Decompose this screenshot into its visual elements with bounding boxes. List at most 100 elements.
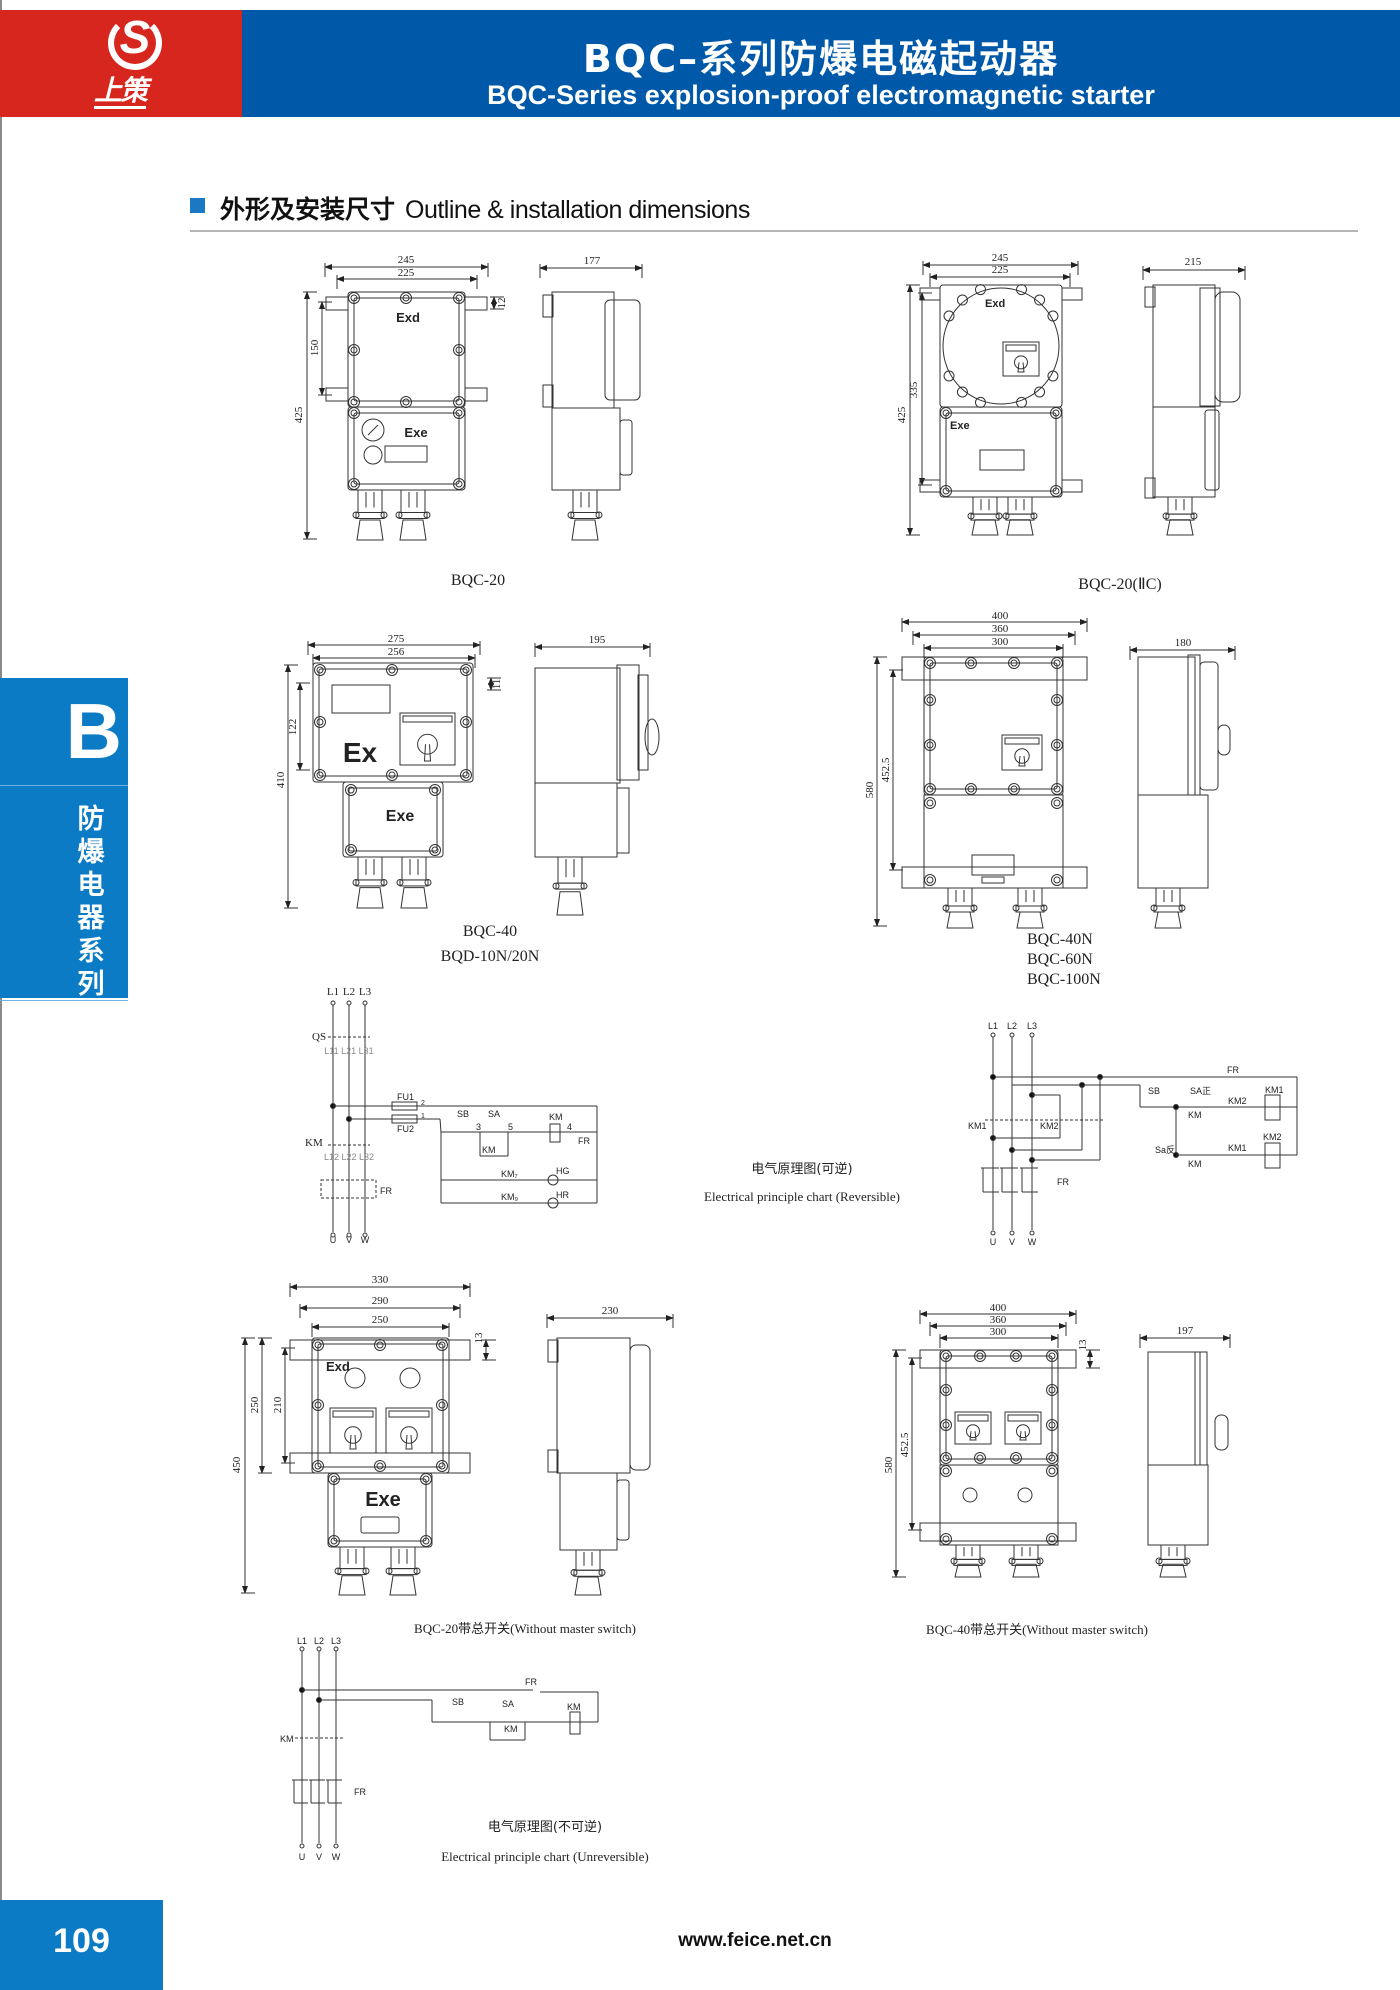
- page-number: 109: [53, 1922, 110, 1960]
- cable-gland: [572, 489, 598, 513]
- dim-width-mount: 290: [372, 1295, 389, 1307]
- phase-label: L1: [327, 986, 339, 998]
- bolt-icon: [926, 741, 934, 749]
- bolt-icon: [455, 294, 463, 302]
- cable-gland: [400, 489, 426, 513]
- km-coil-label: KM: [567, 1702, 581, 1712]
- bolt-icon: [455, 409, 463, 417]
- switch-label-plate: [1007, 1414, 1039, 1422]
- dim-width-outer: 245: [398, 254, 415, 266]
- enclosure-flange: [318, 668, 468, 777]
- bolt-icon: [462, 666, 470, 674]
- terminal: [1029, 1032, 1035, 1038]
- bolt-icon: [974, 1452, 986, 1464]
- bolt-icon: [967, 659, 975, 667]
- bolt-icon: [347, 846, 355, 854]
- gland-screw: [567, 511, 575, 519]
- terminal: [990, 1032, 996, 1038]
- sa-label: SA: [488, 1109, 500, 1119]
- bolt-icon: [460, 664, 472, 676]
- dim-height-mount: 150: [309, 339, 321, 356]
- bolt-icon: [328, 1535, 340, 1547]
- dim-width-body: 300: [992, 636, 1009, 648]
- phase-label: L3: [359, 986, 372, 998]
- gland-nut: [945, 905, 975, 913]
- drawing-caption: BQC-60N: [1027, 951, 1093, 968]
- logo-text: 上策: [94, 74, 148, 109]
- terminal: [333, 1843, 339, 1849]
- terminal: [1029, 1230, 1035, 1236]
- bolt-icon: [940, 1533, 952, 1545]
- cable-gland: [1155, 887, 1181, 907]
- page-title-cn: BQC–系列防爆电磁起动器: [582, 37, 1060, 81]
- fr-label: FR: [380, 1186, 392, 1196]
- bolt-icon: [1046, 1465, 1058, 1477]
- gland-screw: [1036, 1557, 1044, 1565]
- cable-gland: [1167, 496, 1193, 515]
- dim-depth: 177: [584, 255, 601, 267]
- bolt-icon: [436, 1339, 448, 1351]
- bolt-icon: [926, 696, 934, 704]
- bolt-icon: [1048, 1421, 1056, 1429]
- terminal: [316, 1843, 322, 1849]
- bolt-icon: [460, 716, 472, 728]
- gland-nut: [355, 879, 385, 887]
- bolt-icon: [1008, 657, 1020, 669]
- side-flange: [1199, 287, 1221, 407]
- switch-handle: [423, 744, 432, 762]
- bolt-icon: [316, 666, 324, 674]
- dim-width-outer: 400: [992, 610, 1009, 622]
- gland-screw: [1162, 512, 1170, 520]
- km2-interlock-label: KM2: [1228, 1096, 1247, 1106]
- sb-label: SB: [457, 1109, 469, 1119]
- side-cover: [1199, 661, 1219, 791]
- bolt-icon: [1010, 785, 1018, 793]
- indicator-lamp-icon: [962, 1487, 978, 1503]
- bolt-icon: [940, 1384, 952, 1396]
- enclosure-flange: [353, 412, 460, 485]
- phase-label: L1: [297, 1636, 307, 1646]
- gland-nut: [355, 512, 385, 519]
- side-dome: [1217, 724, 1231, 756]
- bolt-icon: [1051, 797, 1063, 809]
- switch-knob-icon: [1016, 1424, 1030, 1439]
- bolt-icon: [942, 1454, 950, 1462]
- cable-gland: [1017, 887, 1043, 907]
- bolt-icon: [974, 1350, 986, 1362]
- unreversible-title-cn: 电气原理图(不可逆): [488, 1819, 602, 1835]
- gland-screw: [395, 511, 403, 519]
- side-lower: [534, 782, 618, 858]
- km-label: KM: [280, 1734, 294, 1744]
- gland-screw: [362, 1567, 370, 1575]
- section-title-cn: 外形及安装尺寸: [220, 195, 396, 224]
- bolt-icon: [350, 480, 358, 488]
- round-cover: [942, 287, 1060, 405]
- dim-width-body: 250: [372, 1314, 389, 1326]
- side-upper: [534, 667, 621, 784]
- bolt-icon: [976, 1352, 984, 1360]
- gauge-icon: [361, 418, 385, 442]
- bolt-icon: [926, 799, 934, 807]
- enclosure-flange: [317, 1343, 444, 1468]
- cable-gland: [357, 856, 383, 881]
- rotary-switch: [385, 1407, 433, 1454]
- side-dome: [1214, 1414, 1229, 1451]
- bolt-icon: [926, 876, 934, 884]
- exe-enclosure: [327, 1472, 433, 1548]
- bolt-icon: [348, 292, 360, 304]
- terminal: [330, 1000, 336, 1006]
- bolt-icon: [1034, 294, 1046, 306]
- bolt-icon: [453, 407, 465, 419]
- dim-width-outer: 330: [372, 1274, 389, 1286]
- section-title-en: Outline & installation dimensions: [405, 196, 750, 224]
- phase-label: L2: [1007, 1021, 1017, 1031]
- switch-knob-icon: [344, 1426, 362, 1444]
- node-label: 4: [567, 1122, 572, 1132]
- km2-coil: [1264, 1142, 1281, 1169]
- km-coil-label: KM: [549, 1112, 563, 1122]
- bolt-icon: [330, 1475, 338, 1483]
- side-lower: [1152, 406, 1216, 498]
- rotary-switch: [1002, 341, 1040, 377]
- gland-nut: [953, 1558, 983, 1566]
- fu1-label: FU1: [397, 1092, 414, 1102]
